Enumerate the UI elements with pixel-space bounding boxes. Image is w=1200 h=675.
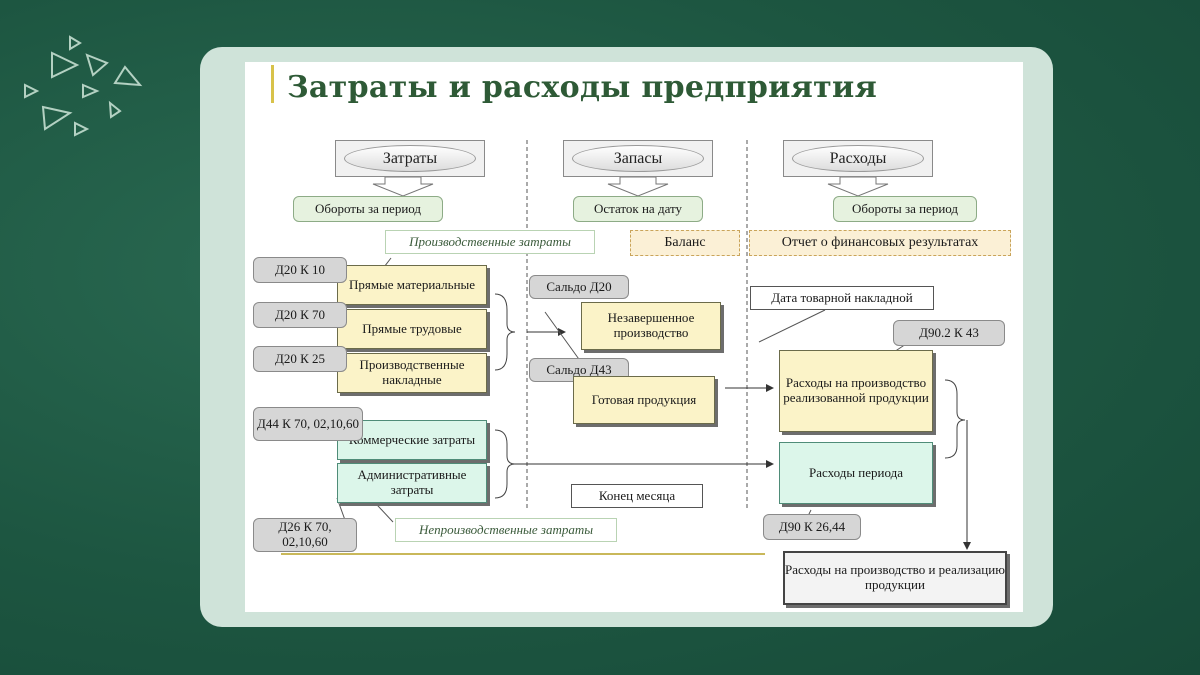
administrative-costs-box: Административные затраты [337, 463, 487, 503]
costs-turnover-label: Обороты за период [293, 196, 443, 222]
finished-goods-box: Готовая продукция [573, 376, 715, 424]
triangle-decoration [24, 35, 143, 137]
direct-materials-box: Прямые материальные [337, 265, 487, 305]
entry-d20-k25: Д20 К 25 [253, 346, 347, 372]
inventory-header-label: Запасы [572, 145, 704, 172]
overhead-box: Производственные накладные [337, 353, 487, 393]
slide: Затраты и расходы предприятия [245, 62, 1023, 612]
period-expenses-box: Расходы периода [779, 442, 933, 504]
entry-saldo-d20: Сальдо Д20 [529, 275, 629, 299]
entry-d20-k10: Д20 К 10 [253, 257, 347, 283]
cost-of-sales-box: Расходы на производство реализованной пр… [779, 350, 933, 432]
expenses-header-label: Расходы [792, 145, 924, 172]
production-costs-label: Производственные затраты [385, 230, 595, 254]
expenses-header: Расходы [783, 140, 933, 177]
entry-d44: Д44 К 70, 02,10,60 [253, 407, 363, 441]
entry-d90-k26-44: Д90 К 26,44 [763, 514, 861, 540]
nonproduction-costs-label: Непроизводственные затраты [395, 518, 617, 542]
inventory-header: Запасы [563, 140, 713, 177]
direct-labor-box: Прямые трудовые [337, 309, 487, 349]
income-statement-label: Отчет о финансовых результатах [749, 230, 1011, 256]
work-in-progress-box: Незавершенное производство [581, 302, 721, 350]
balance-sheet-label: Баланс [630, 230, 740, 256]
costs-header-label: Затраты [344, 145, 476, 172]
costs-header: Затраты [335, 140, 485, 177]
total-expenses-box: Расходы на производство и реализацию про… [783, 551, 1007, 605]
expenses-turnover-label: Обороты за период [833, 196, 977, 222]
entry-d20-k70: Д20 К 70 [253, 302, 347, 328]
entry-d90-2-k43: Д90.2 К 43 [893, 320, 1005, 346]
slide-title: Затраты и расходы предприятия [287, 70, 878, 105]
commercial-costs-box: Коммерческие затраты [337, 420, 487, 460]
entry-d26: Д26 К 70, 02,10,60 [253, 518, 357, 552]
title-accent-bar [271, 65, 274, 103]
invoice-date-label: Дата товарной накладной [750, 286, 934, 310]
month-end-label: Конец месяца [571, 484, 703, 508]
inventory-balance-label: Остаток на дату [573, 196, 703, 222]
